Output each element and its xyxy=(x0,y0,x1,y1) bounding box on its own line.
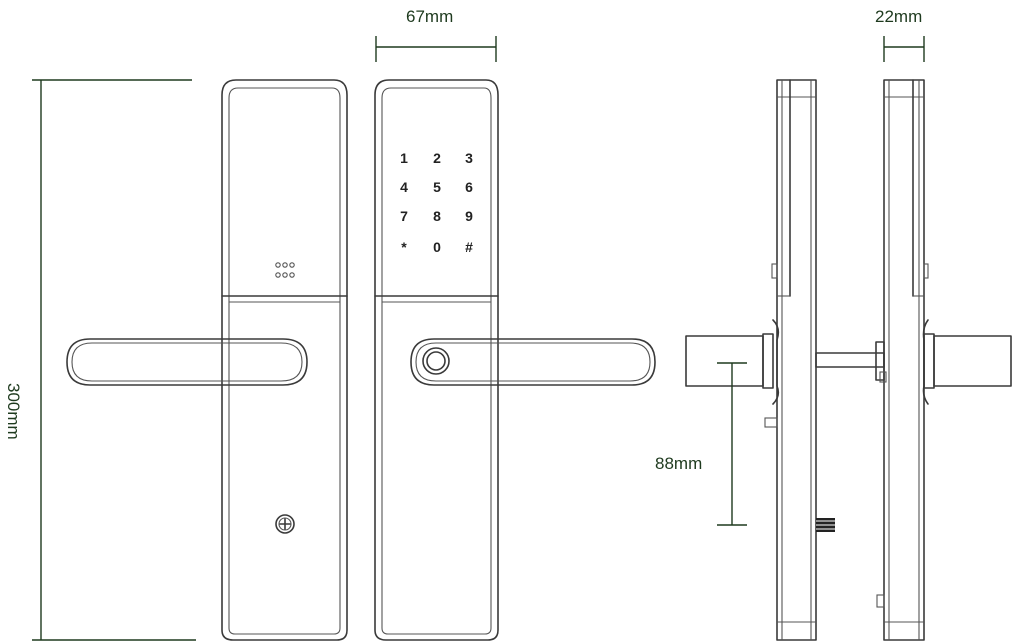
front-handle xyxy=(410,338,656,386)
lock-back-view xyxy=(66,79,348,641)
lock-side-view xyxy=(685,79,1012,641)
depth-dimension: 22mm xyxy=(875,7,925,62)
key-4[interactable]: 4 xyxy=(400,179,408,195)
height-label: 300mm xyxy=(4,383,23,440)
key-0[interactable]: 0 xyxy=(433,239,441,255)
key-7[interactable]: 7 xyxy=(400,208,408,224)
width-dimension: 67mm xyxy=(375,7,497,62)
key-6[interactable]: 6 xyxy=(465,179,473,195)
height-dimension: 300mm xyxy=(4,79,196,641)
key-5[interactable]: 5 xyxy=(433,179,441,195)
cross-screw-icon xyxy=(275,514,295,534)
key-3[interactable]: 3 xyxy=(465,150,473,166)
fingerprint-sensor-icon[interactable] xyxy=(422,347,450,375)
lock-front-view: 1 2 3 4 5 6 7 8 9 * 0 # xyxy=(374,79,656,641)
depth-label: 22mm xyxy=(875,7,922,26)
key-2[interactable]: 2 xyxy=(433,150,441,166)
speaker-holes-icon xyxy=(275,262,295,278)
handle-offset-label: 88mm xyxy=(655,454,702,473)
keypad: 1 2 3 4 5 6 7 8 9 * 0 # xyxy=(400,150,473,255)
back-body-outline xyxy=(221,79,348,641)
key-8[interactable]: 8 xyxy=(433,208,441,224)
key-star[interactable]: * xyxy=(401,239,407,255)
key-1[interactable]: 1 xyxy=(400,150,408,166)
back-handle xyxy=(66,338,308,386)
key-9[interactable]: 9 xyxy=(465,208,473,224)
handle-offset-dimension: 88mm xyxy=(655,362,747,526)
width-label: 67mm xyxy=(406,7,453,26)
front-body-outline xyxy=(374,79,499,641)
key-hash[interactable]: # xyxy=(465,239,473,255)
